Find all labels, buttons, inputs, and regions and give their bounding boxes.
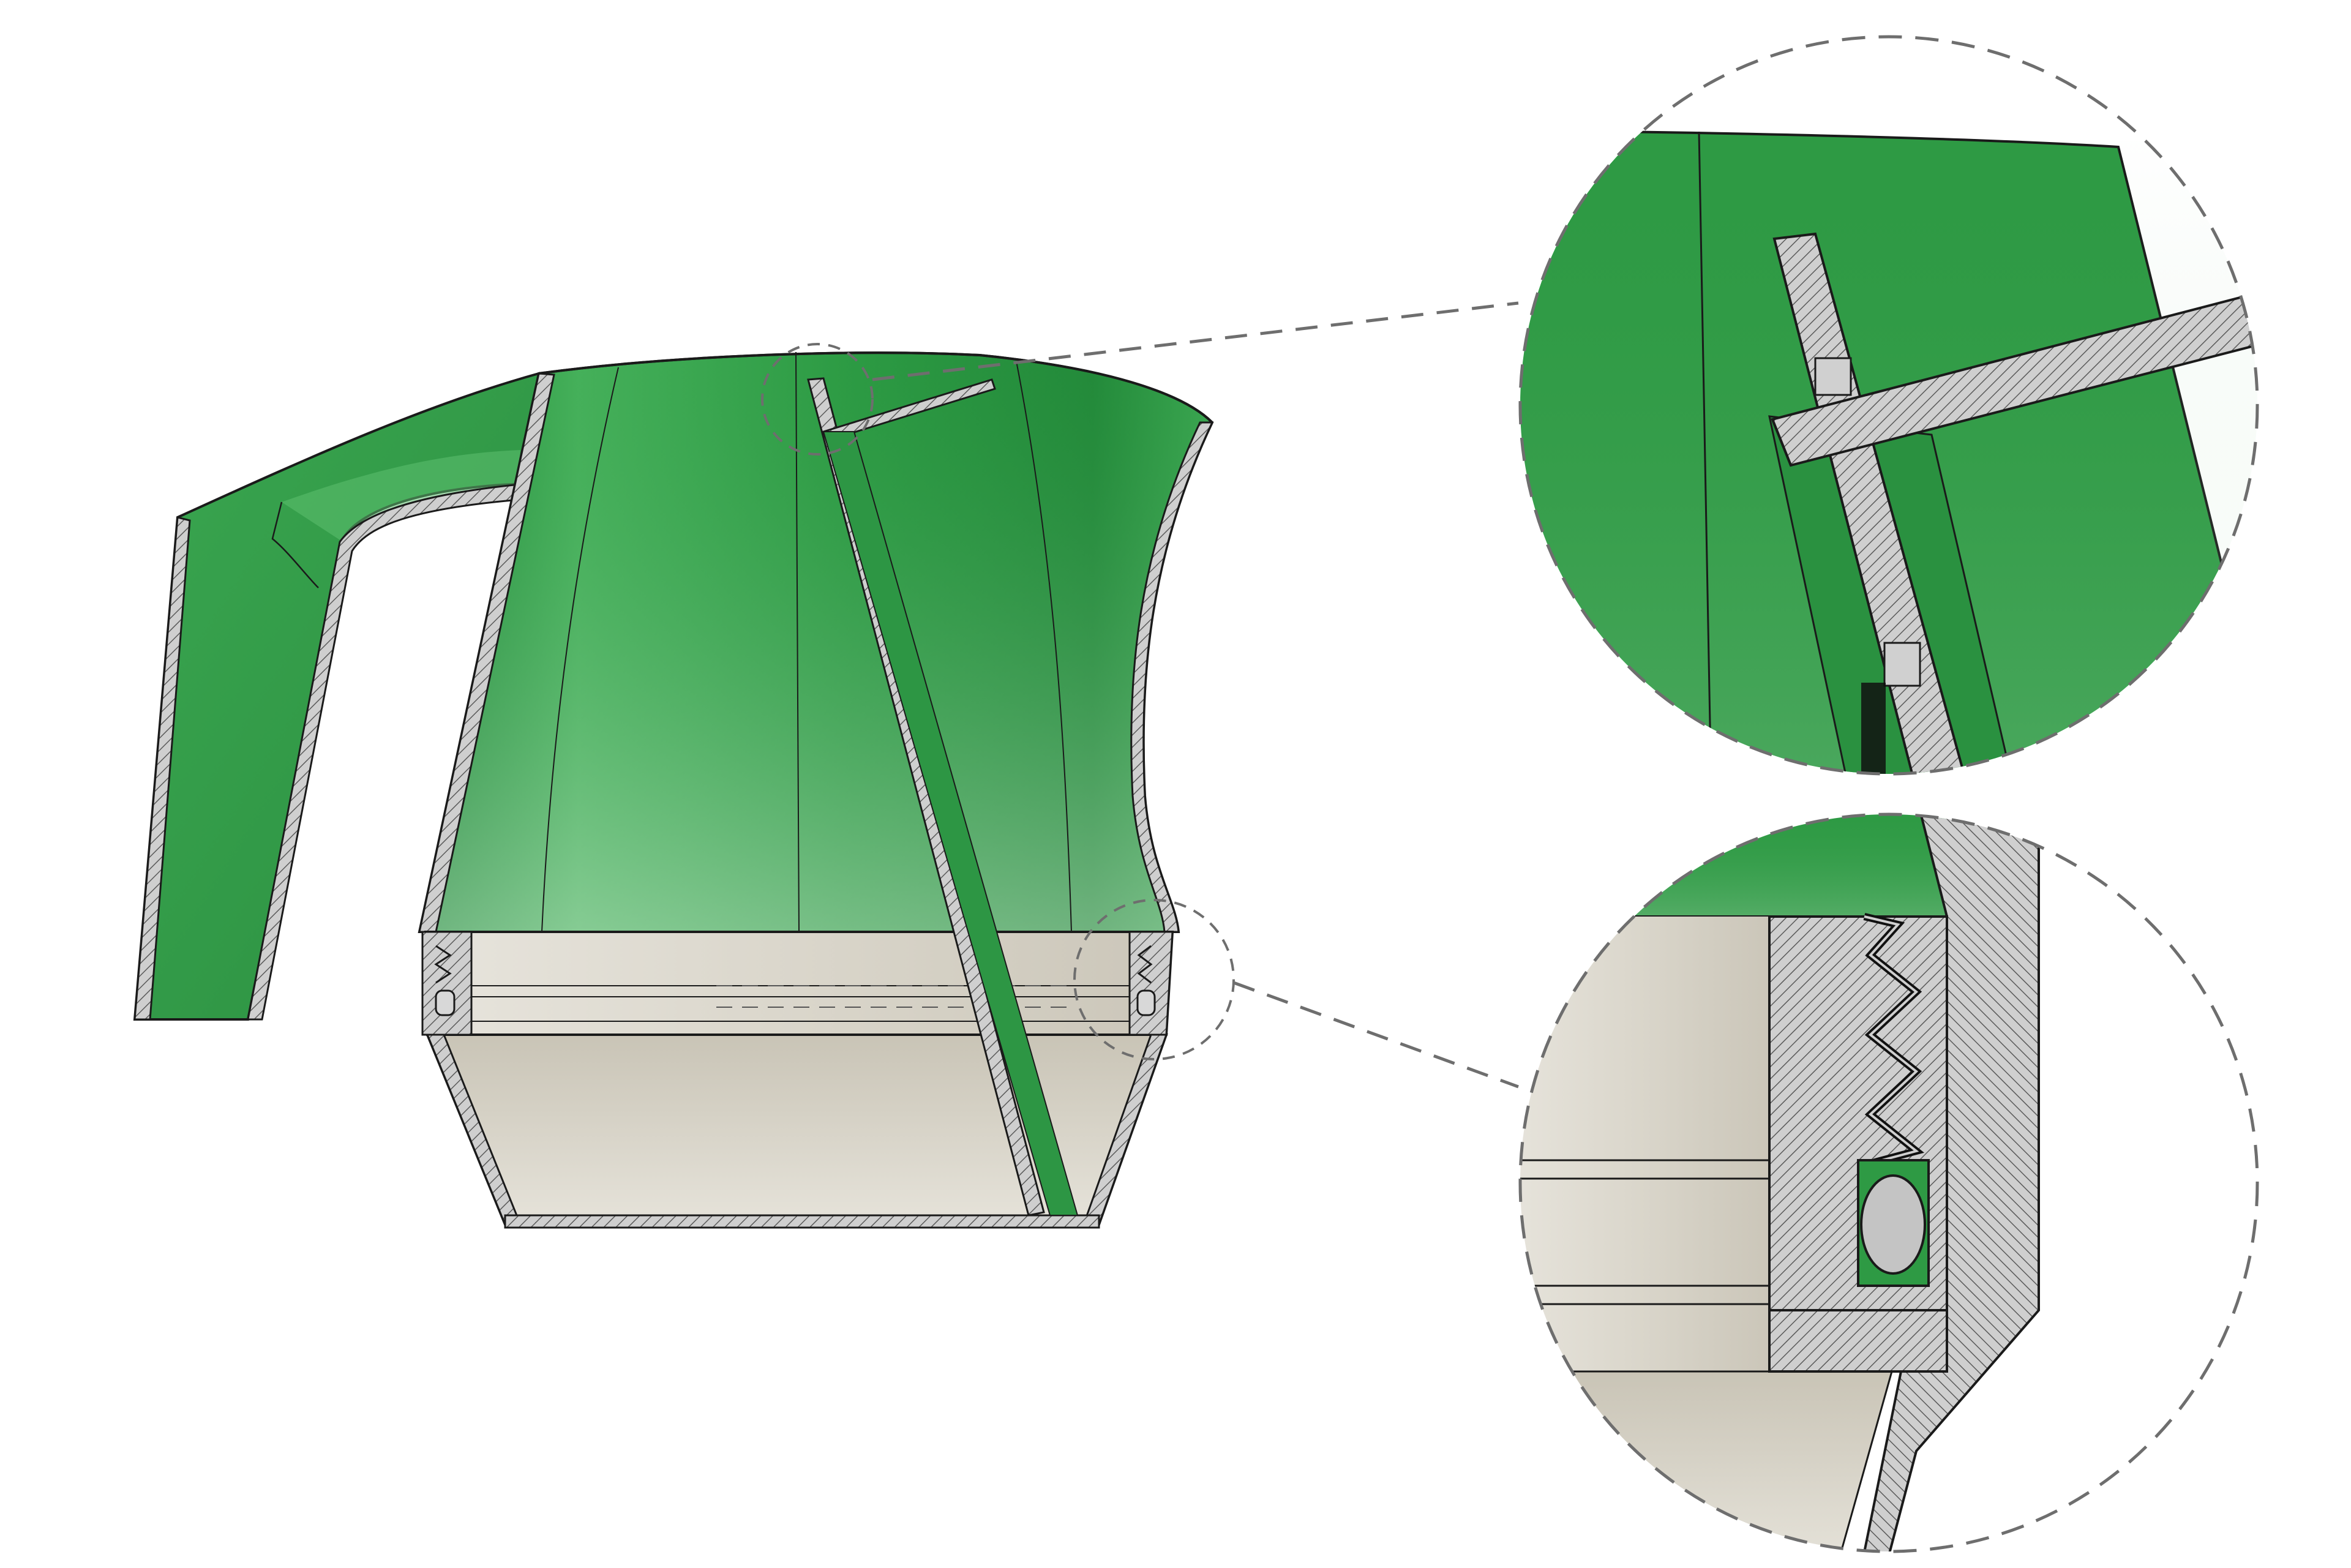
detail-top — [1518, 35, 2259, 776]
leader-line-bottom — [1233, 981, 1519, 1089]
handle — [133, 372, 541, 1021]
callout-marker-bottom — [1073, 899, 1235, 1060]
detail-top-frame — [1518, 35, 2259, 776]
o-ring — [1860, 1174, 1926, 1275]
detail-bottom-frame — [1518, 812, 2259, 1553]
detail-bottom — [1518, 812, 2259, 1553]
leader-line-top — [872, 301, 1519, 381]
jug-body — [418, 351, 1214, 933]
divider-plate — [807, 377, 1079, 1217]
main-section-view — [133, 343, 1235, 1229]
callout-marker-top — [761, 343, 874, 456]
